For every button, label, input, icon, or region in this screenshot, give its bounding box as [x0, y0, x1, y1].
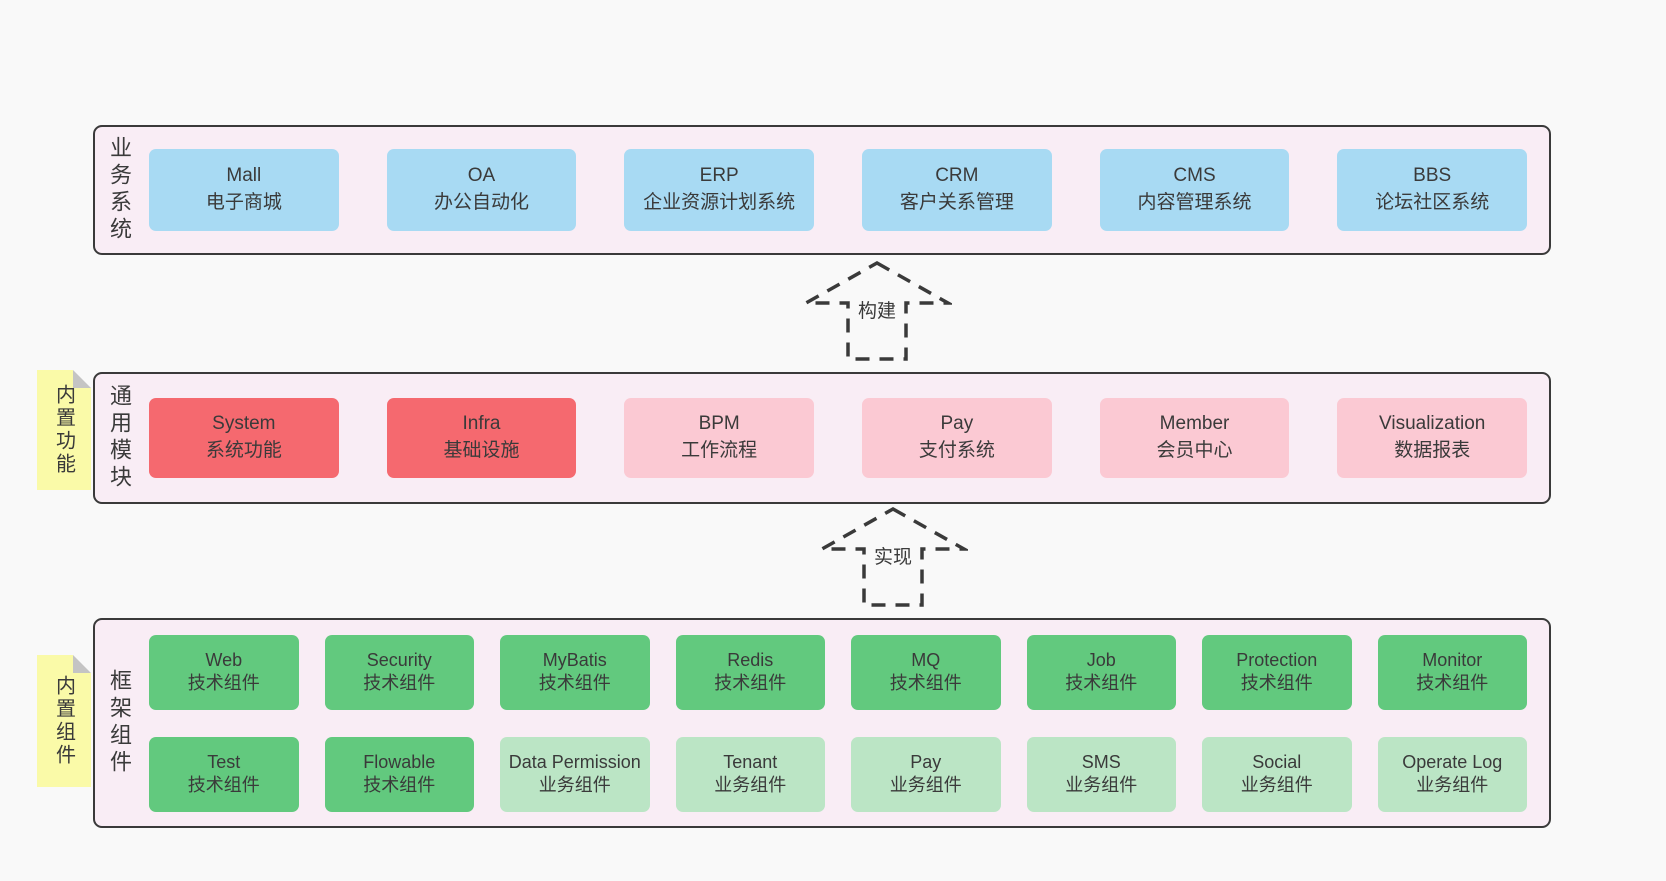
sticky-note-builtin-components: 内置组件: [37, 655, 91, 787]
box-sms: SMS 业务组件: [1026, 736, 1176, 812]
box-cms: CMS 内容管理系统: [1099, 149, 1290, 231]
band-label-business: 业务系统: [107, 136, 132, 244]
box-oa: OA 办公自动化: [386, 149, 577, 231]
band-framework-components: 框架组件 Web 技术组件 Security 技术组件 MyBatis 技术组件…: [93, 618, 1551, 828]
band-common-modules: 通用模块 System 系统功能 Infra 基础设施 BPM 工作流程 Pay…: [93, 372, 1551, 504]
box-erp: ERP 企业资源计划系统: [624, 149, 815, 231]
arrow-build-label: 构建: [852, 295, 902, 324]
box-redis: Redis 技术组件: [675, 634, 825, 710]
arrow-build: 构建: [802, 259, 952, 363]
box-protection: Protection 技术组件: [1202, 634, 1352, 710]
box-mq: MQ 技术组件: [851, 634, 1001, 710]
components-row-1: Web 技术组件 Security 技术组件 MyBatis 技术组件 Redi…: [149, 634, 1527, 710]
box-crm: CRM 客户关系管理: [862, 149, 1052, 231]
arrow-implement: 实现: [818, 505, 968, 609]
box-web: Web 技术组件: [149, 634, 299, 710]
box-pay-component: Pay 业务组件: [851, 736, 1001, 812]
components-row-2: Test 技术组件 Flowable 技术组件 Data Permission …: [149, 736, 1527, 812]
box-mall: Mall 电子商城: [149, 149, 339, 231]
modules-box-row: System 系统功能 Infra 基础设施 BPM 工作流程 Pay 支付系统…: [143, 374, 1549, 502]
box-monitor: Monitor 技术组件: [1377, 634, 1527, 710]
arrow-implement-label: 实现: [868, 541, 918, 570]
business-box-row: Mall 电子商城 OA 办公自动化 ERP 企业资源计划系统 CRM 客户关系…: [143, 127, 1549, 253]
box-test: Test 技术组件: [149, 736, 299, 812]
sticky-note-label: 内置功能: [52, 384, 75, 476]
components-box-grid: Web 技术组件 Security 技术组件 MyBatis 技术组件 Redi…: [143, 620, 1549, 826]
band-label-modules: 通用模块: [107, 384, 132, 492]
box-infra: Infra 基础设施: [386, 398, 577, 478]
band-business-systems: 业务系统 Mall 电子商城 OA 办公自动化 ERP 企业资源计划系统 CRM…: [93, 125, 1551, 255]
box-data-permission: Data Permission 业务组件: [500, 736, 650, 812]
box-member: Member 会员中心: [1099, 398, 1290, 478]
box-system: System 系统功能: [149, 398, 339, 478]
box-bpm: BPM 工作流程: [624, 398, 815, 478]
box-bbs: BBS 论坛社区系统: [1337, 149, 1528, 231]
sticky-note-builtin-features: 内置功能: [37, 370, 91, 490]
box-mybatis: MyBatis 技术组件: [500, 634, 650, 710]
box-job: Job 技术组件: [1026, 634, 1176, 710]
band-label-components: 框架组件: [107, 669, 132, 777]
box-pay-module: Pay 支付系统: [862, 398, 1052, 478]
box-social: Social 业务组件: [1202, 736, 1352, 812]
sticky-note-label: 内置组件: [52, 675, 75, 767]
box-tenant: Tenant 业务组件: [675, 736, 825, 812]
box-security: Security 技术组件: [324, 634, 474, 710]
box-flowable: Flowable 技术组件: [324, 736, 474, 812]
box-visualization: Visualization 数据报表: [1337, 398, 1528, 478]
box-operate-log: Operate Log 业务组件: [1377, 736, 1527, 812]
